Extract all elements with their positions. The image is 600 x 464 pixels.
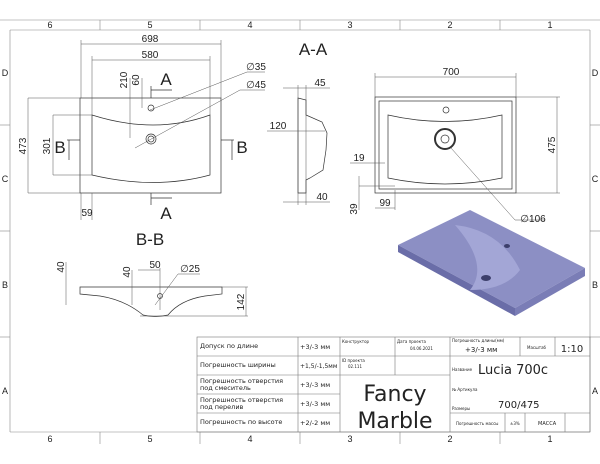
product-name: Lucia 700c [478,363,548,378]
dim-aa-bottom: 40 [316,192,328,203]
column-label: 2 [447,20,452,30]
column-label: 1 [547,434,552,444]
dim-hole-small: ∅35 [246,62,266,73]
date-value: 04.06.2021 [410,346,433,351]
tolerance-label: Погрешность отверстия под перелив [200,395,284,411]
designer-label: Конструктор [342,339,370,344]
dim-bb-inner: 40 [122,266,133,278]
section-aa-view: A-A 45 120 40 [267,40,330,205]
row-label: A [592,386,598,396]
column-label: 6 [47,20,52,30]
row-label: A [2,386,8,396]
tolerance-label: Погрешность отверстия под смеситель [200,376,284,392]
row-label: C [2,174,9,184]
dim-tap-offset: 210 [119,71,130,88]
row-label: D [592,68,599,78]
dim-bowl-depth: 301 [42,137,53,154]
column-label: 1 [547,20,552,30]
name-label: Название [452,367,473,372]
column-label: 3 [347,434,352,444]
tolerance-label: Допуск по длине [200,342,259,350]
column-label: 6 [47,434,52,444]
mass-tol-value: ±3% [510,421,520,426]
section-b-mark: B [236,138,247,157]
section-aa-title: A-A [299,40,328,59]
scale-label: Масштаб [527,345,547,350]
dim-bottom-depth: 475 [547,136,558,153]
row-label: B [592,280,598,290]
size-label: Размеры [452,406,470,411]
date-label: Дата проекта [397,339,426,344]
bottom-view: 700 475 19 39 99 ∅106 [349,67,560,225]
dim-depth: 473 [18,137,29,154]
dim-bb-lip: 40 [56,261,67,273]
tolerance-value: +1,5/-1,5мм [300,363,337,370]
column-label: 5 [147,434,152,444]
column-label: 5 [147,20,152,30]
column-label: 4 [247,434,252,444]
product-size: 700/475 [498,400,540,411]
article-label: № Артикула [452,387,478,392]
column-label: 3 [347,20,352,30]
dim-rim: 19 [353,153,365,164]
column-label: 2 [447,434,452,444]
row-label: D [2,68,9,78]
project-id-value: 02.111 [348,364,362,369]
dim-aa-depth: 120 [270,121,287,132]
project-id-label: ID проекта [342,358,365,363]
tolerance-label: Погрешность ширины [200,361,276,369]
section-bb-title: B-B [136,230,164,249]
dim-aa-top: 45 [314,78,326,89]
dim-slot-y: 39 [349,203,360,215]
mass-label: МАССА [538,421,557,427]
dim-bb-offset: 50 [149,260,161,271]
scale-value: 1:10 [561,344,583,355]
tolerance-value: +2/-2 мм [300,419,330,427]
section-a-mark: A [160,70,172,89]
dim-slot-x: 99 [379,198,391,209]
dim-bb-drain: ∅25 [180,264,200,275]
section-a-mark: A [160,204,172,223]
title-block: Допуск по длине Погрешность ширины Погре… [196,336,591,434]
top-view: 698 580 473 301 210 60 59 ∅35 ∅45 A A B … [18,34,266,223]
sink-render [398,210,585,316]
length-tol-label: Погрешность длины(мм) [452,338,505,343]
section-bb-view: B-B 40 40 50 ∅25 142 [56,230,248,317]
dim-hole-large: ∅45 [246,80,266,91]
logo-marble: Marble [357,409,432,434]
tolerance-value: +3/-3 мм [300,343,330,351]
dim-bottom-width: 700 [443,67,460,78]
mass-tol-label: Погрешность массы [456,421,498,426]
section-b-mark: B [54,138,65,157]
tolerance-value: +3/-3 мм [300,381,330,389]
dim-drain: ∅106 [520,214,546,225]
dim-bb-height: 142 [236,293,247,310]
row-label: C [592,174,599,184]
dim-bowl-width: 580 [142,50,159,61]
dim-hole-offset: 60 [131,74,142,86]
tolerance-value: +3/-3 мм [300,400,330,408]
length-tol-value: +3/-3 мм [465,346,497,354]
dim-edge: 59 [81,208,93,219]
dim-overall-width: 698 [142,34,159,45]
row-label: B [2,280,8,290]
column-label: 4 [247,20,252,30]
tolerance-label: Погрешность по высоте [200,418,283,426]
logo-fancy: Fancy [363,382,426,407]
